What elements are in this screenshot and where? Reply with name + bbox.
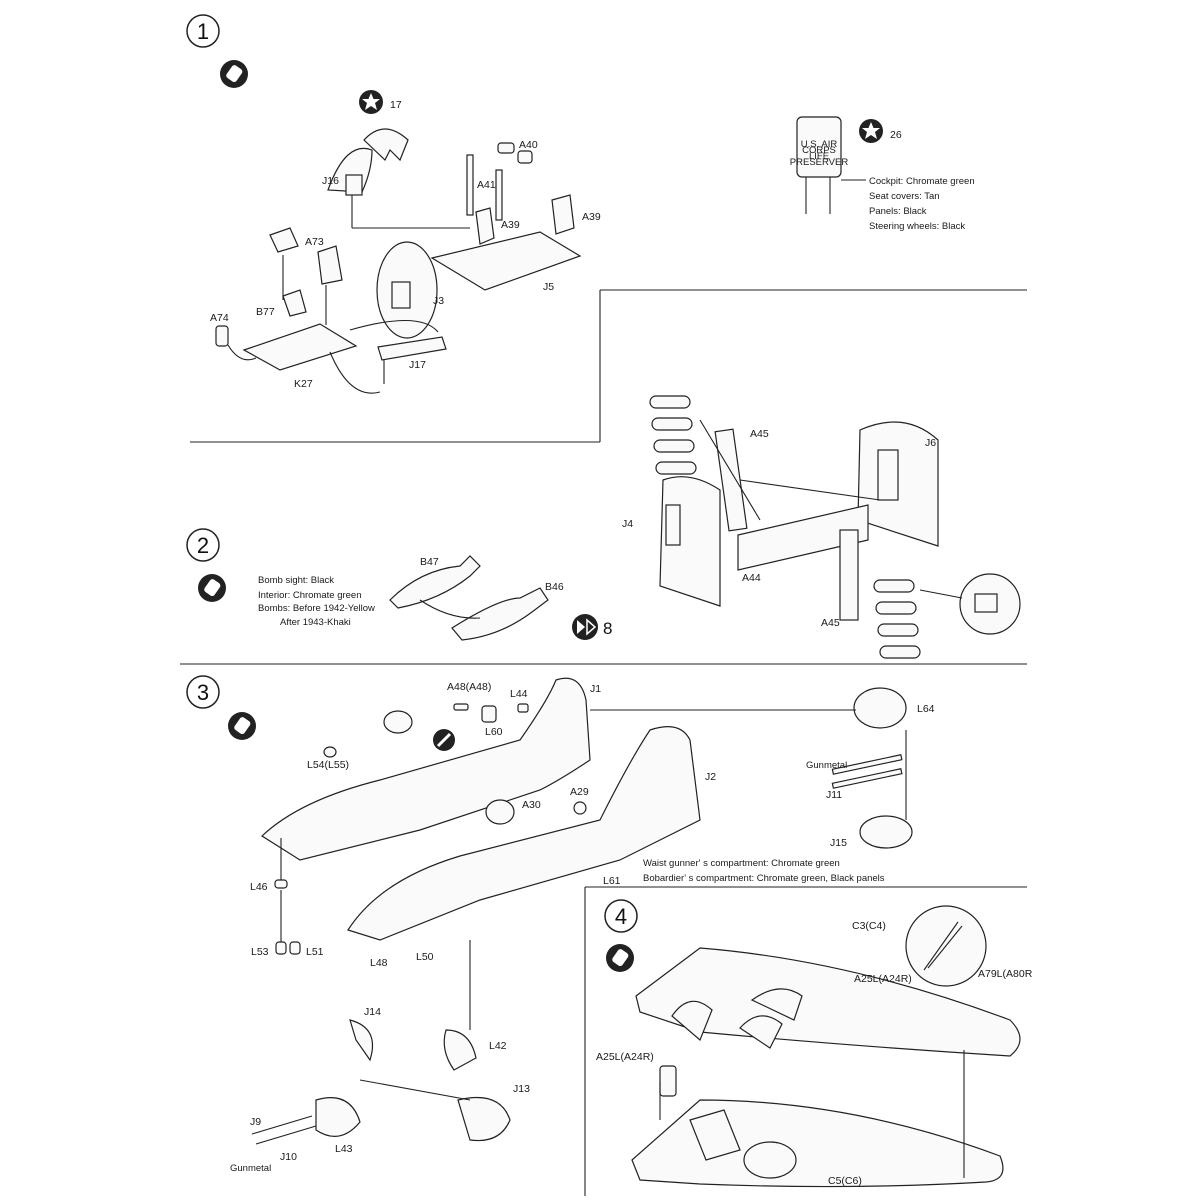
label-a39-a: A39 [501,219,520,231]
label-j3: J3 [433,295,444,307]
paint-icon [198,574,226,602]
label-l61: L61 [603,875,621,887]
label-j17: J17 [409,359,426,371]
decal-26-label: 26 [890,129,902,141]
label-j10: J10 [280,1151,297,1163]
label-l53: L53 [251,946,269,958]
label-a79: A79L(A80R [978,968,1033,980]
paint-icon [220,60,248,88]
step2-paint-note-3: Bombs: Before 1942-Yellow [258,603,375,614]
decal-26: 26 [859,119,902,143]
step2-paint-note-4: After 1943-Khaki [280,617,351,628]
label-a44: A44 [742,572,761,584]
label-j1: J1 [590,683,601,695]
label-k27: K27 [294,378,313,390]
label-a45-a: A45 [750,428,769,440]
step-2-diagram: B47 B46 A45 J6 J4 A44 A45 Bomb sight: Bl… [258,395,1021,659]
label-l43: L43 [335,1143,353,1155]
part-j1 [261,677,591,861]
gunmetal-note-b: Gunmetal [230,1163,271,1174]
label-j15: J15 [830,837,847,849]
label-b46: B46 [545,581,564,593]
label-c3: C3(C4) [852,920,886,932]
label-j11: J11 [826,789,842,801]
step1-paint-note-3: Panels: Black [869,206,927,217]
label-b47: B47 [420,556,439,568]
placard-line-1: U.S. AIR [801,139,838,150]
section-dividers [180,289,1027,1196]
decal-17-label: 17 [390,99,402,111]
label-b77: B77 [256,306,275,318]
label-l64: L64 [917,703,935,715]
label-j2: J2 [705,771,716,783]
glue-icon [433,729,455,751]
label-j6: J6 [925,437,936,449]
paint-icon [606,944,634,972]
label-l42: L42 [489,1040,507,1052]
step2-paint-note-2: Interior: Chromate green [258,590,362,601]
label-a30: A30 [522,799,541,811]
label-l46: L46 [250,881,268,893]
label-a48: A48(A48) [447,681,491,693]
step-3-marker: 3 [186,675,220,709]
step3-paint-note-2: Bobardier' s compartment: Chromate green… [643,873,885,884]
step-2-marker: 2 [186,528,220,562]
label-a73: A73 [305,236,324,248]
placard-line-2: CORPS [802,145,836,156]
step2-paint-note-1: Bomb sight: Black [258,575,334,586]
label-l44: L44 [510,688,528,700]
part-j13 [457,1096,511,1142]
label-a29: A29 [570,786,589,798]
decal-8: 8 [572,614,612,640]
label-j4: J4 [622,518,633,530]
step-4-marker: 4 [604,899,638,933]
step1-paint-note-4: Steering wheels: Black [869,221,965,232]
step-1-number: 1 [197,19,209,44]
label-j9: J9 [250,1116,261,1128]
part-j2 [347,726,701,941]
label-c5: C5(C6) [828,1175,862,1187]
step-2-number: 2 [197,533,209,558]
label-l60: L60 [485,726,503,738]
placard-line-4: PRESERVER [790,157,849,168]
part-c3 [635,947,1021,1057]
gunmetal-note-a: Gunmetal [806,760,847,771]
label-a45-b: A45 [821,617,840,629]
part-a44 [737,504,869,571]
label-a41: A41 [477,179,496,191]
placard-line-3: LIFE [809,151,829,162]
life-preserver-placard: U.S. AIR CORPS LIFE PRESERVER [790,116,866,214]
part-j5 [430,231,582,291]
label-j14: J14 [364,1006,381,1018]
step1-paint-note-2: Seat covers: Tan [869,191,940,202]
part-l42 [443,1029,477,1071]
label-l51: L51 [306,946,324,958]
label-a25-a: A25L(A24R) [854,973,912,985]
label-l54: L54(L55) [307,759,349,771]
step-4-number: 4 [615,904,627,929]
step-4-diagram: C3(C4) A25L(A24R) A79L(A80R A25L(A24R) C… [596,905,1033,1188]
paint-icon [228,712,256,740]
decal-8-label: 8 [603,619,612,638]
label-a39-b: A39 [582,211,601,223]
step-1-marker: 1 [186,14,220,48]
label-j13: J13 [513,1083,530,1095]
label-a74: A74 [210,312,229,324]
label-a25-b: A25L(A24R) [596,1051,654,1063]
label-j16: J16 [322,175,339,187]
label-l48: L48 [370,957,388,969]
step-3-diagram: A48(A48) L44 J1 L64 L60 L54(L55) J2 A29 … [230,677,935,1174]
step3-paint-note-1: Waist gunner' s compartment: Chromate gr… [643,858,840,869]
label-a40: A40 [519,139,538,151]
part-c5 [631,1099,1004,1188]
step-1-diagram: U.S. AIR CORPS LIFE PRESERVER [210,116,975,394]
step1-paint-note-1: Cockpit: Chromate green [869,176,975,187]
part-k27 [242,323,358,371]
label-l50: L50 [416,951,434,963]
decal-17: 17 [359,90,402,114]
step-3-number: 3 [197,680,209,705]
label-j5: J5 [543,281,554,293]
part-l43 [315,1097,361,1137]
